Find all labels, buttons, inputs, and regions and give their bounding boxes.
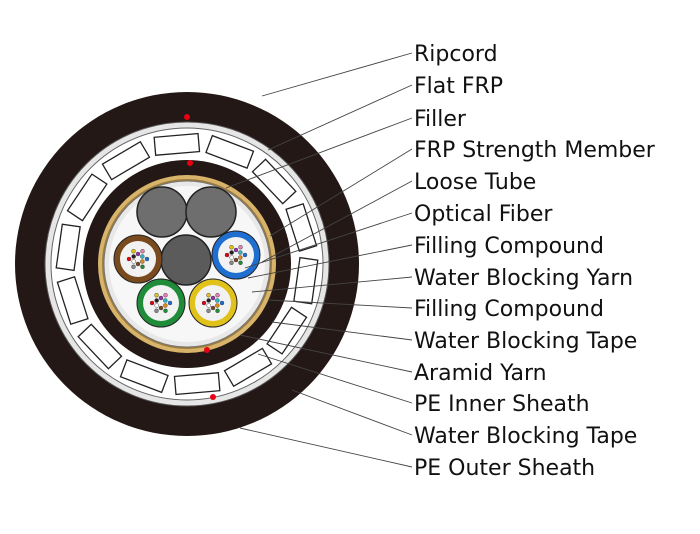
optical-fiber-icon xyxy=(135,261,141,267)
optical-fiber-icon xyxy=(206,303,211,308)
optical-fiber-icon xyxy=(215,303,220,308)
flat-frp-icon xyxy=(56,276,89,326)
optical-fiber-icon xyxy=(229,255,234,260)
optical-fiber-icon xyxy=(219,300,225,306)
optical-fiber-icon xyxy=(163,293,168,298)
filling-compound-area xyxy=(120,241,156,277)
optical-fiber-icon xyxy=(154,308,159,313)
optical-fiber-icon xyxy=(238,255,243,260)
optical-fiber-icon xyxy=(140,249,145,254)
optical-fiber-icon xyxy=(206,293,211,298)
optical-fiber-icon xyxy=(215,308,220,313)
flat-frp-icon xyxy=(101,140,151,181)
optical-fiber-icon xyxy=(238,245,243,250)
optical-fiber-icon xyxy=(229,250,234,255)
flat-frp-icon xyxy=(77,323,123,370)
ripcord-icon xyxy=(187,160,193,166)
optical-fiber-icon xyxy=(233,257,239,263)
optical-fiber-icon xyxy=(131,254,136,259)
label-filling-compound: Filling Compound xyxy=(414,234,604,259)
optical-fiber-icon xyxy=(140,264,145,269)
optical-fiber-icon xyxy=(215,298,220,303)
optical-fiber-icon xyxy=(158,305,164,311)
optical-fiber-icon xyxy=(167,300,173,306)
ripcord-icon xyxy=(210,394,216,400)
ripcord-icon xyxy=(184,114,190,120)
label-water-blocking-tape: Water Blocking Tape xyxy=(414,329,637,354)
label-pe-inner-sheath: PE Inner Sheath xyxy=(414,392,590,417)
optical-fiber-icon xyxy=(229,260,234,265)
optical-fiber-icon xyxy=(163,303,168,308)
label-aramid-yarn: Aramid Yarn xyxy=(414,361,547,386)
optical-fiber-icon xyxy=(154,303,159,308)
optical-fiber-icon xyxy=(126,256,132,262)
optical-fiber-icon xyxy=(238,250,243,255)
flat-frp-icon xyxy=(293,256,319,305)
flat-frp-icon xyxy=(266,306,308,355)
optical-fiber-icon xyxy=(233,247,239,253)
label-optical-fiber: Optical Fiber xyxy=(414,202,553,227)
label-filling-compound-2: Filling Compound xyxy=(414,297,604,322)
filling-compound-area xyxy=(218,237,254,273)
optical-fiber-icon xyxy=(224,252,230,258)
label-flat-frp: Flat FRP xyxy=(414,74,503,99)
optical-fiber-icon xyxy=(131,249,136,254)
flat-frp-icon xyxy=(66,173,108,222)
optical-fiber-icon xyxy=(242,252,248,258)
optical-fiber-icon xyxy=(215,293,220,298)
flat-frp-icon xyxy=(153,132,201,156)
label-ripcord: Ripcord xyxy=(414,42,498,67)
filler-rod-icon xyxy=(136,186,188,238)
flat-frp-icon xyxy=(119,359,169,394)
optical-fiber-icon xyxy=(131,264,136,269)
optical-fiber-icon xyxy=(210,305,216,311)
optical-fiber-icon xyxy=(201,300,207,306)
filler-rod-icon xyxy=(185,186,237,238)
frp-strength-member-icon xyxy=(160,234,212,286)
optical-fiber-icon xyxy=(206,308,211,313)
flat-frp-icon xyxy=(205,134,255,169)
filling-compound-area xyxy=(143,285,179,321)
flat-frp-icon xyxy=(55,223,81,272)
optical-fiber-icon xyxy=(163,308,168,313)
optical-fiber-icon xyxy=(140,254,145,259)
flat-frp-icon xyxy=(285,202,318,252)
flat-frp-icon xyxy=(173,372,221,396)
label-frp-strength-member: FRP Strength Member xyxy=(414,138,656,163)
optical-fiber-icon xyxy=(135,251,141,257)
flat-frp-ring xyxy=(55,132,319,396)
label-filler: Filler xyxy=(414,107,467,132)
optical-fiber-icon xyxy=(140,259,145,264)
filling-compound-area xyxy=(195,285,231,321)
ripcord-icon xyxy=(204,347,210,353)
optical-fiber-icon xyxy=(229,245,234,250)
flat-frp-icon xyxy=(251,158,297,205)
label-loose-tube: Loose Tube xyxy=(414,170,536,195)
optical-fiber-icon xyxy=(131,259,136,264)
optical-fiber-icon xyxy=(154,298,159,303)
label-list: Ripcord Flat FRP Filler FRP Strength Mem… xyxy=(414,42,656,481)
label-water-blocking-yarn: Water Blocking Yarn xyxy=(414,266,633,291)
optical-fiber-icon xyxy=(149,300,155,306)
optical-fiber-icon xyxy=(210,295,216,301)
label-pe-outer-sheath: PE Outer Sheath xyxy=(414,456,595,481)
flat-frp-icon xyxy=(223,347,273,388)
optical-fiber-icon xyxy=(238,260,243,265)
leader-lines xyxy=(225,52,413,468)
optical-fiber-icon xyxy=(154,293,159,298)
optical-fiber-icon xyxy=(144,256,150,262)
optical-fiber-icon xyxy=(158,295,164,301)
label-water-blocking-tape-2: Water Blocking Tape xyxy=(414,424,637,449)
optical-fiber-icon xyxy=(206,298,211,303)
optical-fiber-icon xyxy=(163,298,168,303)
